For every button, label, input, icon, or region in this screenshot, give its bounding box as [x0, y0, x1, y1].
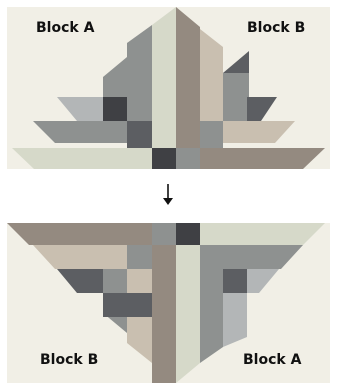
square-d [223, 97, 247, 121]
column-r4 [223, 73, 249, 97]
strip-top-right [200, 223, 325, 245]
accent-upper-right [223, 51, 249, 73]
bottom-block-panel: Block B Block A [7, 223, 330, 383]
down-arrow-icon [160, 183, 176, 207]
bottom-label-right: Block A [243, 352, 301, 368]
column-r3 [200, 29, 223, 121]
square-b [127, 245, 152, 269]
strip-top-left [7, 223, 152, 245]
square-e [127, 293, 152, 317]
bottom-label-left: Block B [40, 352, 98, 368]
strip-bottom-left [12, 148, 152, 169]
strip-bottom-right [200, 148, 325, 169]
square-f [200, 293, 223, 317]
strip-row2-right [223, 121, 295, 143]
square-center-left [152, 148, 176, 169]
column-r2 [176, 245, 200, 383]
square-center-right [176, 223, 200, 245]
square-center-right [176, 148, 200, 169]
top-label-left: Block A [36, 20, 94, 36]
column-l2 [152, 245, 176, 383]
square-d [223, 269, 247, 293]
square-c [200, 121, 223, 148]
strip-row3-left [57, 97, 103, 121]
strip-row2-left [33, 121, 127, 143]
square-c [200, 245, 223, 269]
strip-row3-right [247, 97, 277, 121]
strip-row2-right [223, 245, 303, 269]
square-a [103, 97, 127, 121]
square-a [103, 293, 127, 317]
square-b [127, 121, 152, 148]
column-l2 [152, 7, 176, 148]
strip-row3-left [57, 269, 103, 293]
square-center-left [152, 223, 176, 245]
top-block-panel: Block A Block B [7, 7, 330, 169]
top-label-right: Block B [247, 20, 305, 36]
column-r2 [176, 7, 200, 148]
strip-row2-left [33, 245, 127, 269]
strip-row3-right [247, 269, 279, 293]
